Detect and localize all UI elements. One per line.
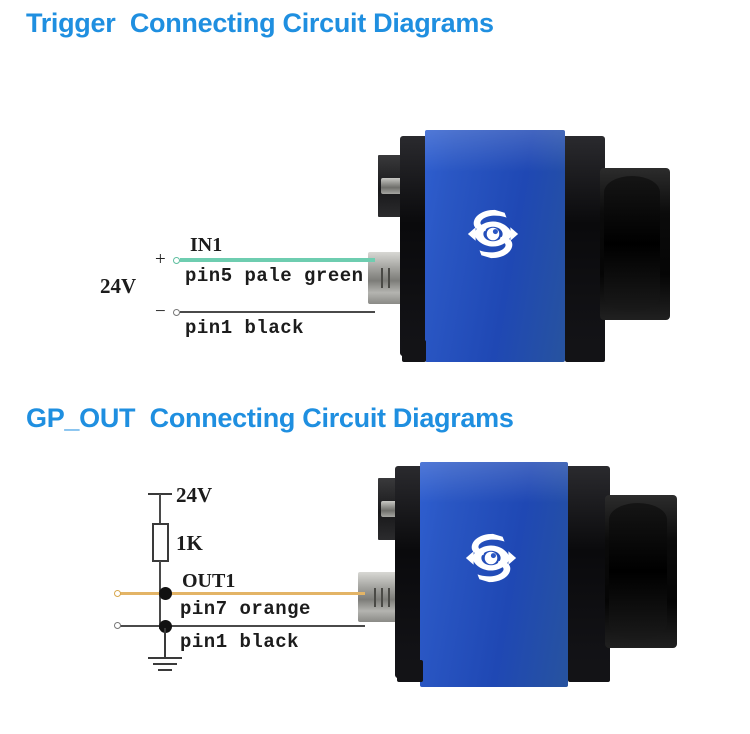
trigger-positive-terminal (173, 257, 180, 264)
trigger-black-wire (180, 311, 375, 313)
camera-lens-inner (609, 503, 667, 640)
gpout-ground-lead (164, 628, 166, 658)
camera-io-connector-rib (381, 268, 383, 288)
gpout-section-title: GP_OUT Connecting Circuit Diagrams (26, 403, 514, 433)
gpout-node-wire-upper (159, 561, 161, 597)
camera-io-connector-rib (381, 588, 383, 607)
ground-bar-1 (148, 657, 182, 659)
gpout-orange-terminal (114, 590, 121, 597)
camera-eye-swirl-icon (460, 530, 522, 586)
camera-foot-left (397, 660, 423, 682)
camera-foot-right (568, 660, 610, 682)
gpout-resistor-label: 1K (176, 531, 203, 555)
trigger-top-wire-label: pin5 pale green (185, 265, 364, 287)
gpout-black-wire (120, 625, 365, 627)
camera-lens-inner (604, 176, 660, 312)
ground-bar-3 (158, 669, 172, 671)
gpout-orange-wire (120, 592, 365, 595)
gpout-supply-wire (159, 494, 161, 524)
trigger-section-title: Trigger Connecting Circuit Diagrams (26, 8, 494, 38)
camera-top-connector-metal (381, 178, 402, 194)
gpout-node-wire-lower (159, 596, 161, 629)
gpout-out1-junction (159, 587, 172, 600)
camera-foot-left (402, 340, 426, 362)
trigger-green-wire (180, 258, 375, 262)
camera-blue-band (420, 462, 568, 687)
trigger-negative-terminal (173, 309, 180, 316)
camera-foot-right (565, 340, 605, 362)
camera-io-connector-rib (388, 588, 390, 607)
camera-io-connector-rib (388, 268, 390, 288)
gpout-black-terminal (114, 622, 121, 629)
trigger-supply-label: 24V (100, 274, 137, 298)
gpout-top-wire-label: pin7 orange (180, 598, 311, 620)
trigger-bottom-wire-label: pin1 black (185, 317, 305, 339)
gpout-resistor (152, 523, 169, 562)
gpout-bottom-wire-label: pin1 black (180, 631, 300, 653)
trigger-negative-sign: − (155, 301, 166, 322)
trigger-positive-sign: + (155, 249, 166, 270)
ground-bar-2 (153, 663, 177, 665)
gpout-supply-label: 24V (176, 483, 213, 507)
camera-eye-swirl-icon (462, 206, 524, 262)
gpout-signal-label: OUT1 (182, 570, 236, 592)
trigger-signal-label: IN1 (190, 234, 223, 256)
gpout-ground-junction (159, 620, 172, 633)
camera-io-connector-rib (374, 588, 376, 607)
